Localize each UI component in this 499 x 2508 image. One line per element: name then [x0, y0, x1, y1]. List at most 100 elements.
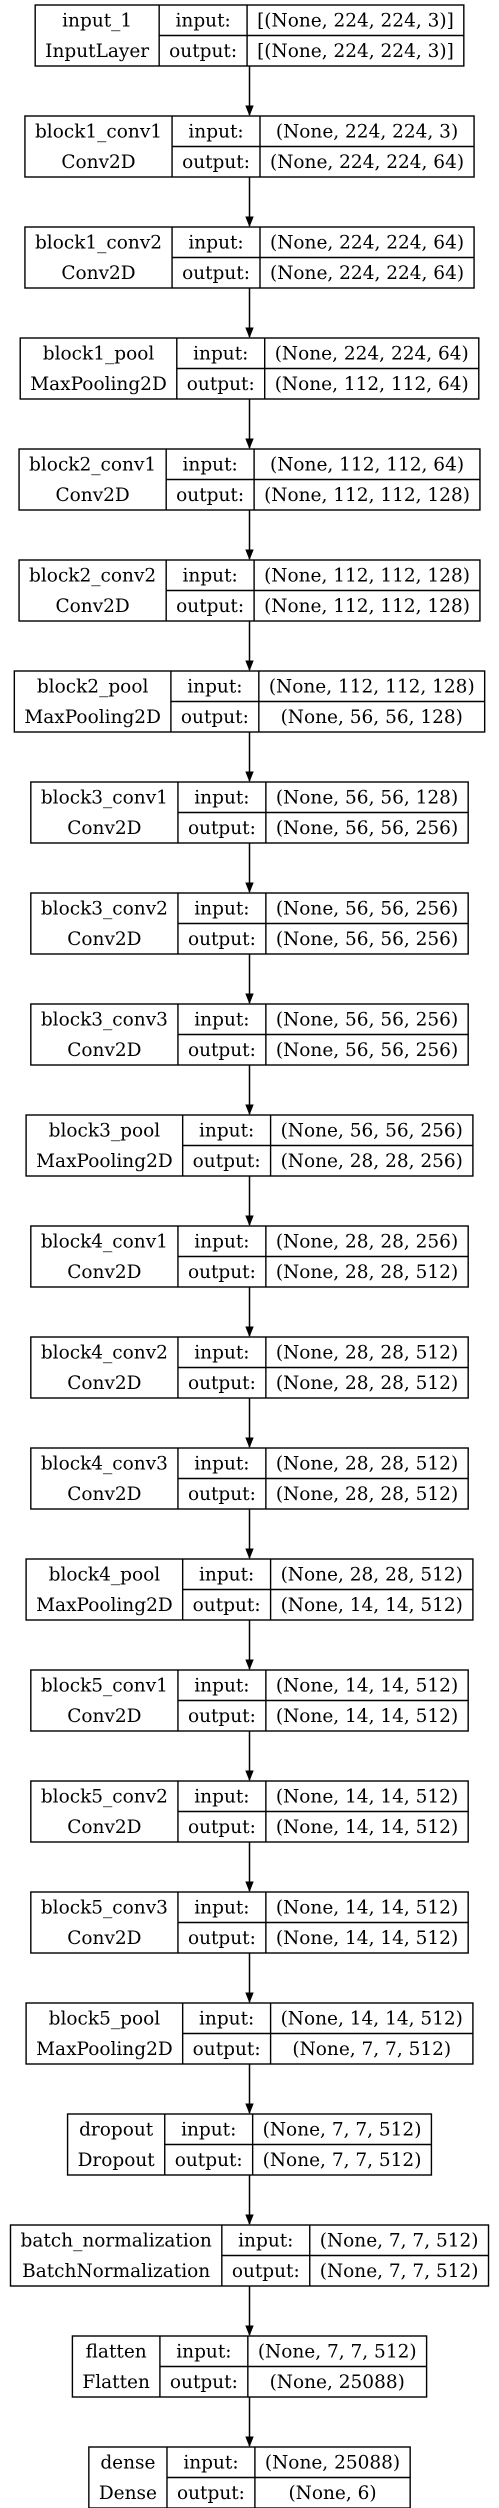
input-label: input:: [199, 1564, 254, 1585]
output-shape: [(None, 224, 224, 3)]: [257, 41, 454, 62]
input-label: input:: [194, 1786, 249, 1807]
input-label: input:: [193, 343, 248, 364]
output-label: output:: [193, 2039, 261, 2060]
output-label: output:: [169, 41, 237, 62]
output-shape: (None, 7, 7, 512): [320, 2261, 479, 2282]
layer-name: block5_pool: [49, 2008, 161, 2029]
layer-type: Conv2D: [67, 1706, 141, 1727]
input-shape: (None, 112, 112, 64): [270, 454, 464, 475]
input-label: input:: [199, 1120, 254, 1141]
output-label: output:: [193, 1151, 261, 1172]
output-label: output:: [182, 152, 250, 173]
layer-node: batch_normalizationBatchNormalizationinp…: [9, 2224, 490, 2287]
layer-type: Conv2D: [61, 263, 135, 284]
input-label: input:: [194, 787, 249, 808]
input-label: input:: [187, 676, 242, 697]
layer-name: block4_conv3: [41, 1453, 168, 1474]
output-shape: (None, 6): [288, 2483, 376, 2504]
input-label: input:: [176, 2341, 231, 2362]
output-shape: (None, 14, 14, 512): [276, 1817, 458, 1838]
output-label: output:: [188, 1262, 256, 1283]
layer-type: Conv2D: [67, 818, 141, 839]
layer-name: block5_conv1: [41, 1675, 168, 1696]
output-label: output:: [181, 707, 249, 728]
input-shape: (None, 25088): [265, 2452, 400, 2473]
input-shape: (None, 224, 224, 64): [270, 232, 464, 253]
layer-name: block2_conv1: [29, 454, 156, 475]
input-shape: (None, 56, 56, 256): [276, 1009, 458, 1030]
layer-type: MaxPooling2D: [24, 707, 161, 728]
layer-type: MaxPooling2D: [30, 374, 167, 395]
input-shape: (None, 14, 14, 512): [276, 1897, 458, 1918]
layer-name: input_1: [62, 10, 132, 31]
layer-type: Conv2D: [67, 1040, 141, 1061]
input-shape: (None, 7, 7, 512): [258, 2341, 417, 2362]
layer-name: block4_conv2: [41, 1342, 168, 1363]
layer-node: block4_poolMaxPooling2Dinput:output:(Non…: [25, 1558, 474, 1621]
input-label: input:: [194, 1009, 249, 1030]
output-shape: (None, 112, 112, 128): [264, 596, 470, 617]
output-shape: (None, 224, 224, 64): [270, 152, 464, 173]
layer-type: Conv2D: [67, 1928, 141, 1949]
output-label: output:: [188, 1928, 256, 1949]
output-shape: (None, 56, 56, 256): [276, 1040, 458, 1061]
input-shape: (None, 28, 28, 512): [276, 1453, 458, 1474]
input-shape: (None, 28, 28, 256): [276, 1231, 458, 1252]
input-label: input:: [199, 2008, 254, 2029]
input-shape: (None, 56, 56, 128): [276, 787, 458, 808]
output-label: output:: [175, 2150, 243, 2171]
layer-node: block2_poolMaxPooling2Dinput:output:(Non…: [13, 670, 486, 733]
layer-name: block1_pool: [43, 343, 155, 364]
layer-name: dense: [100, 2452, 155, 2473]
layer-name: block4_conv1: [41, 1231, 168, 1252]
input-label: input:: [183, 565, 238, 586]
layer-name: block1_conv2: [35, 232, 162, 253]
layer-node: block3_poolMaxPooling2Dinput:output:(Non…: [25, 1114, 474, 1177]
output-shape: (None, 28, 28, 512): [276, 1373, 458, 1394]
output-label: output:: [188, 1817, 256, 1838]
input-shape: (None, 7, 7, 512): [320, 2230, 479, 2251]
output-label: output:: [177, 2483, 245, 2504]
input-label: input:: [188, 121, 243, 142]
layer-name: block3_conv3: [41, 1009, 168, 1030]
input-label: input:: [194, 1453, 249, 1474]
layer-type: Flatten: [82, 2372, 150, 2393]
output-label: output:: [176, 596, 244, 617]
output-shape: (None, 112, 112, 128): [264, 485, 470, 506]
layer-type: Conv2D: [61, 152, 135, 173]
layer-type: Conv2D: [67, 929, 141, 950]
output-shape: (None, 28, 28, 256): [281, 1151, 463, 1172]
input-shape: (None, 14, 14, 512): [276, 1675, 458, 1696]
input-label: input:: [194, 898, 249, 919]
layer-name: block3_conv1: [41, 787, 168, 808]
layer-type: MaxPooling2D: [36, 1151, 173, 1172]
layer-name: block2_pool: [37, 676, 149, 697]
input-label: input:: [194, 1231, 249, 1252]
output-label: output:: [193, 1595, 261, 1616]
output-label: output:: [188, 929, 256, 950]
layer-name: dropout: [79, 2119, 154, 2140]
input-shape: (None, 14, 14, 512): [281, 2008, 463, 2029]
layer-name: block1_conv1: [35, 121, 162, 142]
input-label: input:: [194, 1675, 249, 1696]
output-label: output:: [188, 1373, 256, 1394]
input-label: input:: [183, 2452, 238, 2473]
output-shape: (None, 28, 28, 512): [276, 1484, 458, 1505]
input-shape: (None, 28, 28, 512): [276, 1342, 458, 1363]
output-label: output:: [188, 1706, 256, 1727]
input-label: input:: [188, 232, 243, 253]
layer-type: InputLayer: [45, 41, 149, 62]
output-shape: (None, 56, 56, 256): [276, 818, 458, 839]
